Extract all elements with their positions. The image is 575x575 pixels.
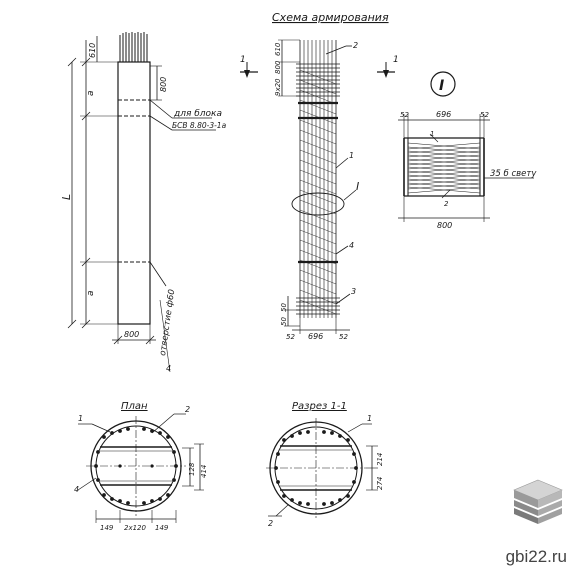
pos-3-scheme: 3	[351, 287, 356, 296]
section-view	[266, 418, 378, 518]
dim-52-scheme-left: 52	[286, 333, 295, 341]
dim-a-upper: a	[86, 90, 96, 96]
pos-4-plan: 4	[74, 485, 79, 494]
scheme-title: Схема армирования	[272, 11, 389, 24]
pos-1-scheme: 1	[349, 151, 354, 160]
dim-9x20: 9х20	[274, 78, 282, 96]
node-detail-circle	[430, 71, 456, 97]
node-detail	[398, 114, 534, 222]
dim-52-detail-left: 52	[400, 111, 409, 119]
dim-414-plan: 414	[200, 465, 208, 478]
dim-50-a: 50	[280, 303, 288, 312]
dim-610-scheme: 610	[274, 42, 282, 56]
pos-1-section: 1	[367, 414, 372, 423]
dim-52-scheme-right: 52	[339, 333, 348, 341]
dim-800-detail: 800	[437, 221, 452, 230]
reinforcement-cage	[240, 39, 395, 334]
node-marker: I	[356, 180, 359, 193]
dim-149-right: 149	[155, 524, 169, 532]
block-note-line2: БСВ 8.80-3-1а	[172, 121, 227, 130]
dim-696-detail: 696	[436, 110, 451, 119]
spiral-hatching	[299, 69, 337, 315]
dim-2x120: 2х120	[124, 524, 147, 532]
pos-1-plan: 1	[78, 414, 83, 423]
dim-a-lower: a	[86, 290, 96, 296]
pos-4-left-elevation: 4	[166, 364, 171, 373]
cut-mark-right: 1	[393, 55, 399, 65]
block-note-line1: для блока	[173, 109, 222, 119]
column-top-bars	[119, 32, 148, 62]
dim-800-vertical: 800	[159, 77, 168, 92]
node-callout-ellipse	[291, 192, 345, 216]
dim-50-b: 50	[280, 317, 288, 326]
dim-52-detail-right: 52	[480, 111, 489, 119]
cut-mark-left: 1	[240, 55, 246, 65]
section-title: Разрез 1-1	[292, 401, 347, 412]
node-detail-label: I	[439, 78, 444, 94]
dim-800-bottom: 800	[124, 330, 139, 339]
brand-cube-icon	[513, 479, 563, 524]
hole-note: отверстие ф60	[158, 289, 177, 357]
dim-149-left: 149	[100, 524, 114, 532]
pos-2-section: 2	[268, 519, 273, 528]
dim-696-scheme: 696	[308, 332, 323, 341]
dim-128: 128	[188, 462, 196, 476]
pos-4-scheme: 4	[349, 241, 354, 250]
dim-610-left: 610	[88, 43, 97, 58]
dim-800-scheme: 800	[274, 60, 282, 74]
pos-1-detail: 1	[430, 130, 434, 138]
watermark-text: gbi22.ru	[505, 547, 567, 566]
plan-view	[77, 413, 204, 523]
clear-dimension: 35 б светy	[490, 169, 537, 179]
pos-2-detail: 2	[444, 200, 449, 208]
pos-2-plan: 2	[185, 405, 190, 414]
column-elevation	[67, 32, 216, 373]
pos-2-scheme: 2	[353, 41, 358, 50]
plan-title: План	[121, 401, 148, 412]
dim-L: L	[60, 194, 73, 200]
dim-274: 274	[376, 477, 384, 490]
column-body	[117, 61, 151, 325]
dim-214-upper: 214	[376, 453, 384, 466]
